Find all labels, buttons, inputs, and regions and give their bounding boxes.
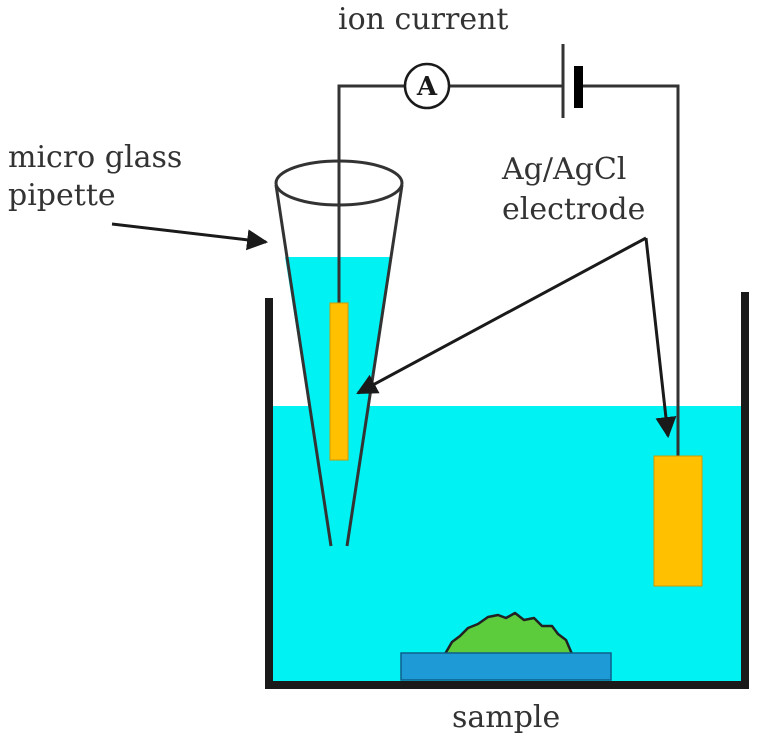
- circuit-wire: [337, 84, 680, 456]
- pipette-label-line2: pipette: [8, 178, 116, 213]
- ammeter-icon: A: [403, 62, 451, 110]
- bath-electrode: [653, 455, 703, 587]
- ammeter-label: A: [416, 72, 438, 102]
- electrode-label-line2: electrode: [502, 192, 646, 227]
- battery-icon: [561, 44, 583, 118]
- sample-blob: [443, 611, 574, 656]
- arrow-icon: [111, 222, 269, 251]
- bath-container: [265, 292, 749, 689]
- pipette-electrode: [329, 302, 349, 461]
- arrow-icon: [644, 237, 677, 439]
- sample-base: [400, 652, 612, 681]
- electrode-label-line1: Ag/AgCl: [502, 152, 627, 187]
- pipette-label-line1: micro glass: [8, 140, 183, 175]
- arrow-icon: [356, 236, 647, 395]
- ion-current-label: ion current: [338, 2, 509, 37]
- sample-label: sample: [452, 700, 561, 735]
